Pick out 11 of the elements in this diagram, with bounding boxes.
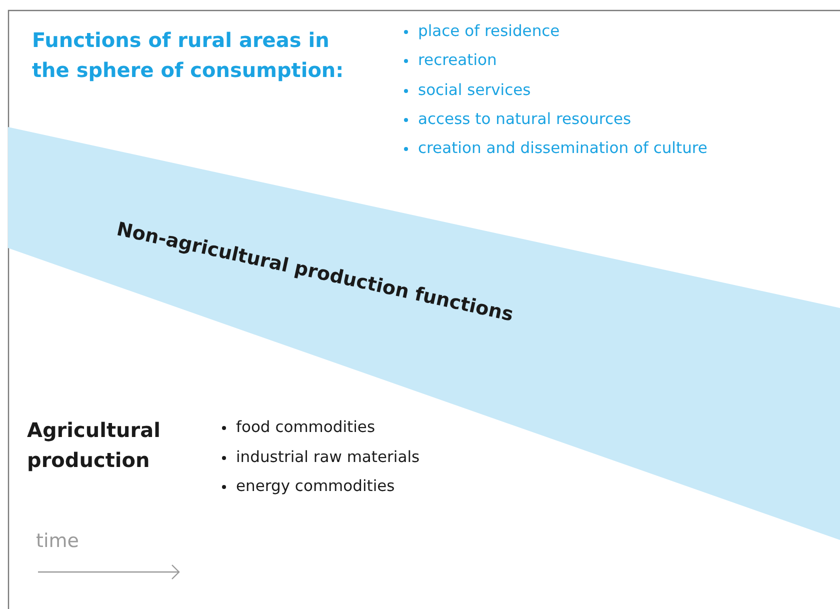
list-item: food commodities [236,417,376,437]
axis-label: time [36,529,79,554]
list-item: social services [418,80,531,100]
section-heading: Agricultural production [27,417,162,474]
list-item: creation and dissemination of culture [418,138,708,158]
list-item: place of residence [418,21,560,41]
list-item: access to natural resources [418,109,632,129]
section-heading: Functions of rural areas in the sphere of consumption: [32,27,345,84]
list-item: industrial raw materials [236,447,420,467]
list-item: recreation [418,50,497,70]
list-item: energy commodities [236,476,395,496]
